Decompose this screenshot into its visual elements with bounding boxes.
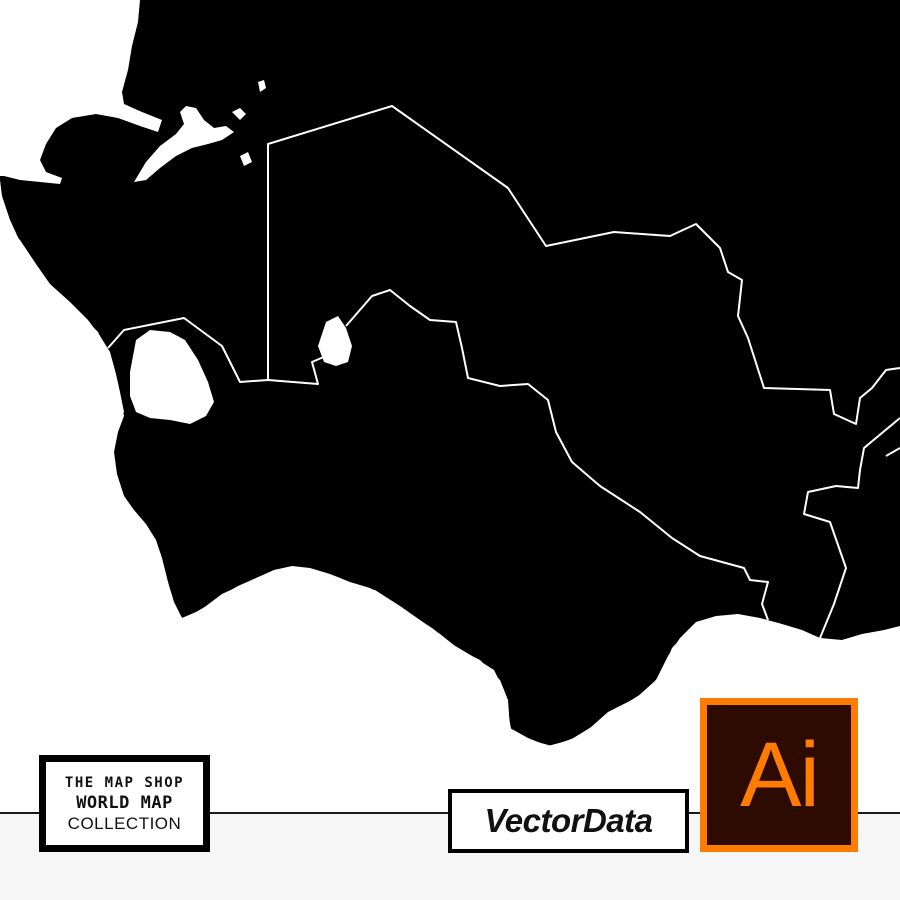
adobe-illustrator-icon: Ai [700, 698, 858, 852]
caspian-sea [0, 0, 162, 184]
ai-icon-inner: Ai [707, 705, 851, 845]
map-shop-logo: THE MAP SHOP WORLD MAP COLLECTION [39, 755, 210, 852]
logo-line-title: WORLD MAP [76, 792, 173, 813]
island-small-1 [232, 108, 246, 120]
logo-inner: THE MAP SHOP WORLD MAP COLLECTION [46, 762, 203, 845]
country-borders [107, 105, 900, 639]
aral-sea-fragment [318, 316, 352, 366]
logo-line-brand: THE MAP SHOP [64, 774, 185, 791]
island-small-2 [258, 80, 266, 92]
border-kazakhstan-uzbekistan [267, 105, 900, 425]
northern-spit [134, 106, 234, 182]
island-small-3 [240, 152, 252, 166]
border-uzbekistan-turkmenistan [345, 289, 769, 621]
vector-badge-inner: VectorData [452, 793, 685, 849]
ai-icon-label: Ai [740, 724, 820, 826]
land-mass [0, 0, 900, 746]
border-tajikistan [803, 417, 900, 639]
logo-line-subtitle: COLLECTION [67, 813, 182, 833]
vector-data-badge: VectorData [448, 789, 689, 853]
border-turkmenistan-north [107, 317, 327, 385]
western-coast-water [0, 220, 900, 900]
border-island-east [885, 447, 900, 457]
vector-badge-label: VectorData [484, 802, 653, 839]
kara-bogaz-gol [130, 330, 214, 424]
